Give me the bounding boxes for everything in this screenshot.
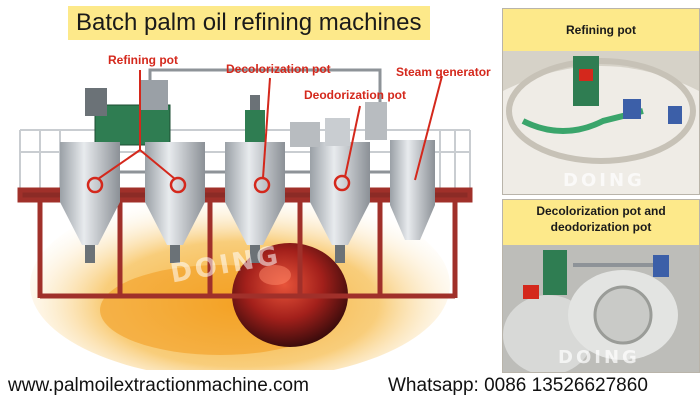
footer-website[interactable]: www.palmoilextractionmachine.com: [8, 375, 309, 396]
footer: www.palmoilextractionmachine.com Whatsap…: [0, 372, 700, 400]
callout-lines: [97, 70, 443, 181]
panel-title: Refining pot: [503, 9, 699, 51]
decolorization-photo-panel: Decolorization pot and deodorization pot…: [502, 199, 700, 373]
label-deodorization-pot: Deodorization pot: [304, 88, 406, 102]
page-title: Batch palm oil refining machines: [68, 6, 430, 40]
tank-2: [145, 142, 205, 263]
tank-5: [365, 102, 435, 240]
decolorization-pot-photo: DOING: [503, 245, 699, 372]
machine-drawing: [17, 68, 473, 380]
pipework: [120, 68, 390, 174]
machine-illustration: Refining pot Decolorization pot Deodoriz…: [0, 40, 500, 380]
panel-watermark-2: DOING: [558, 347, 640, 368]
panel-title-2: Decolorization pot and deodorization pot: [503, 200, 699, 245]
callout-markers: [86, 174, 351, 194]
refining-pot-photo-panel: Refining pot DOING: [502, 8, 700, 195]
label-steam-generator: Steam generator: [396, 65, 491, 79]
panel-watermark: DOING: [563, 170, 645, 191]
label-decolorization-pot: Decolorization pot: [226, 62, 331, 76]
label-refining-pot: Refining pot: [108, 53, 178, 67]
tank-3: [225, 95, 285, 263]
panel-title-line1: Decolorization pot and: [536, 204, 666, 218]
footer-whatsapp: Whatsapp: 0086 13526627860: [388, 375, 648, 396]
panel-title-line2: deodorization pot: [550, 220, 652, 234]
tank-1: [60, 142, 120, 263]
motor-box: [94, 104, 171, 146]
refining-pot-photo: DOING: [503, 51, 699, 194]
tank-4: [290, 118, 370, 263]
